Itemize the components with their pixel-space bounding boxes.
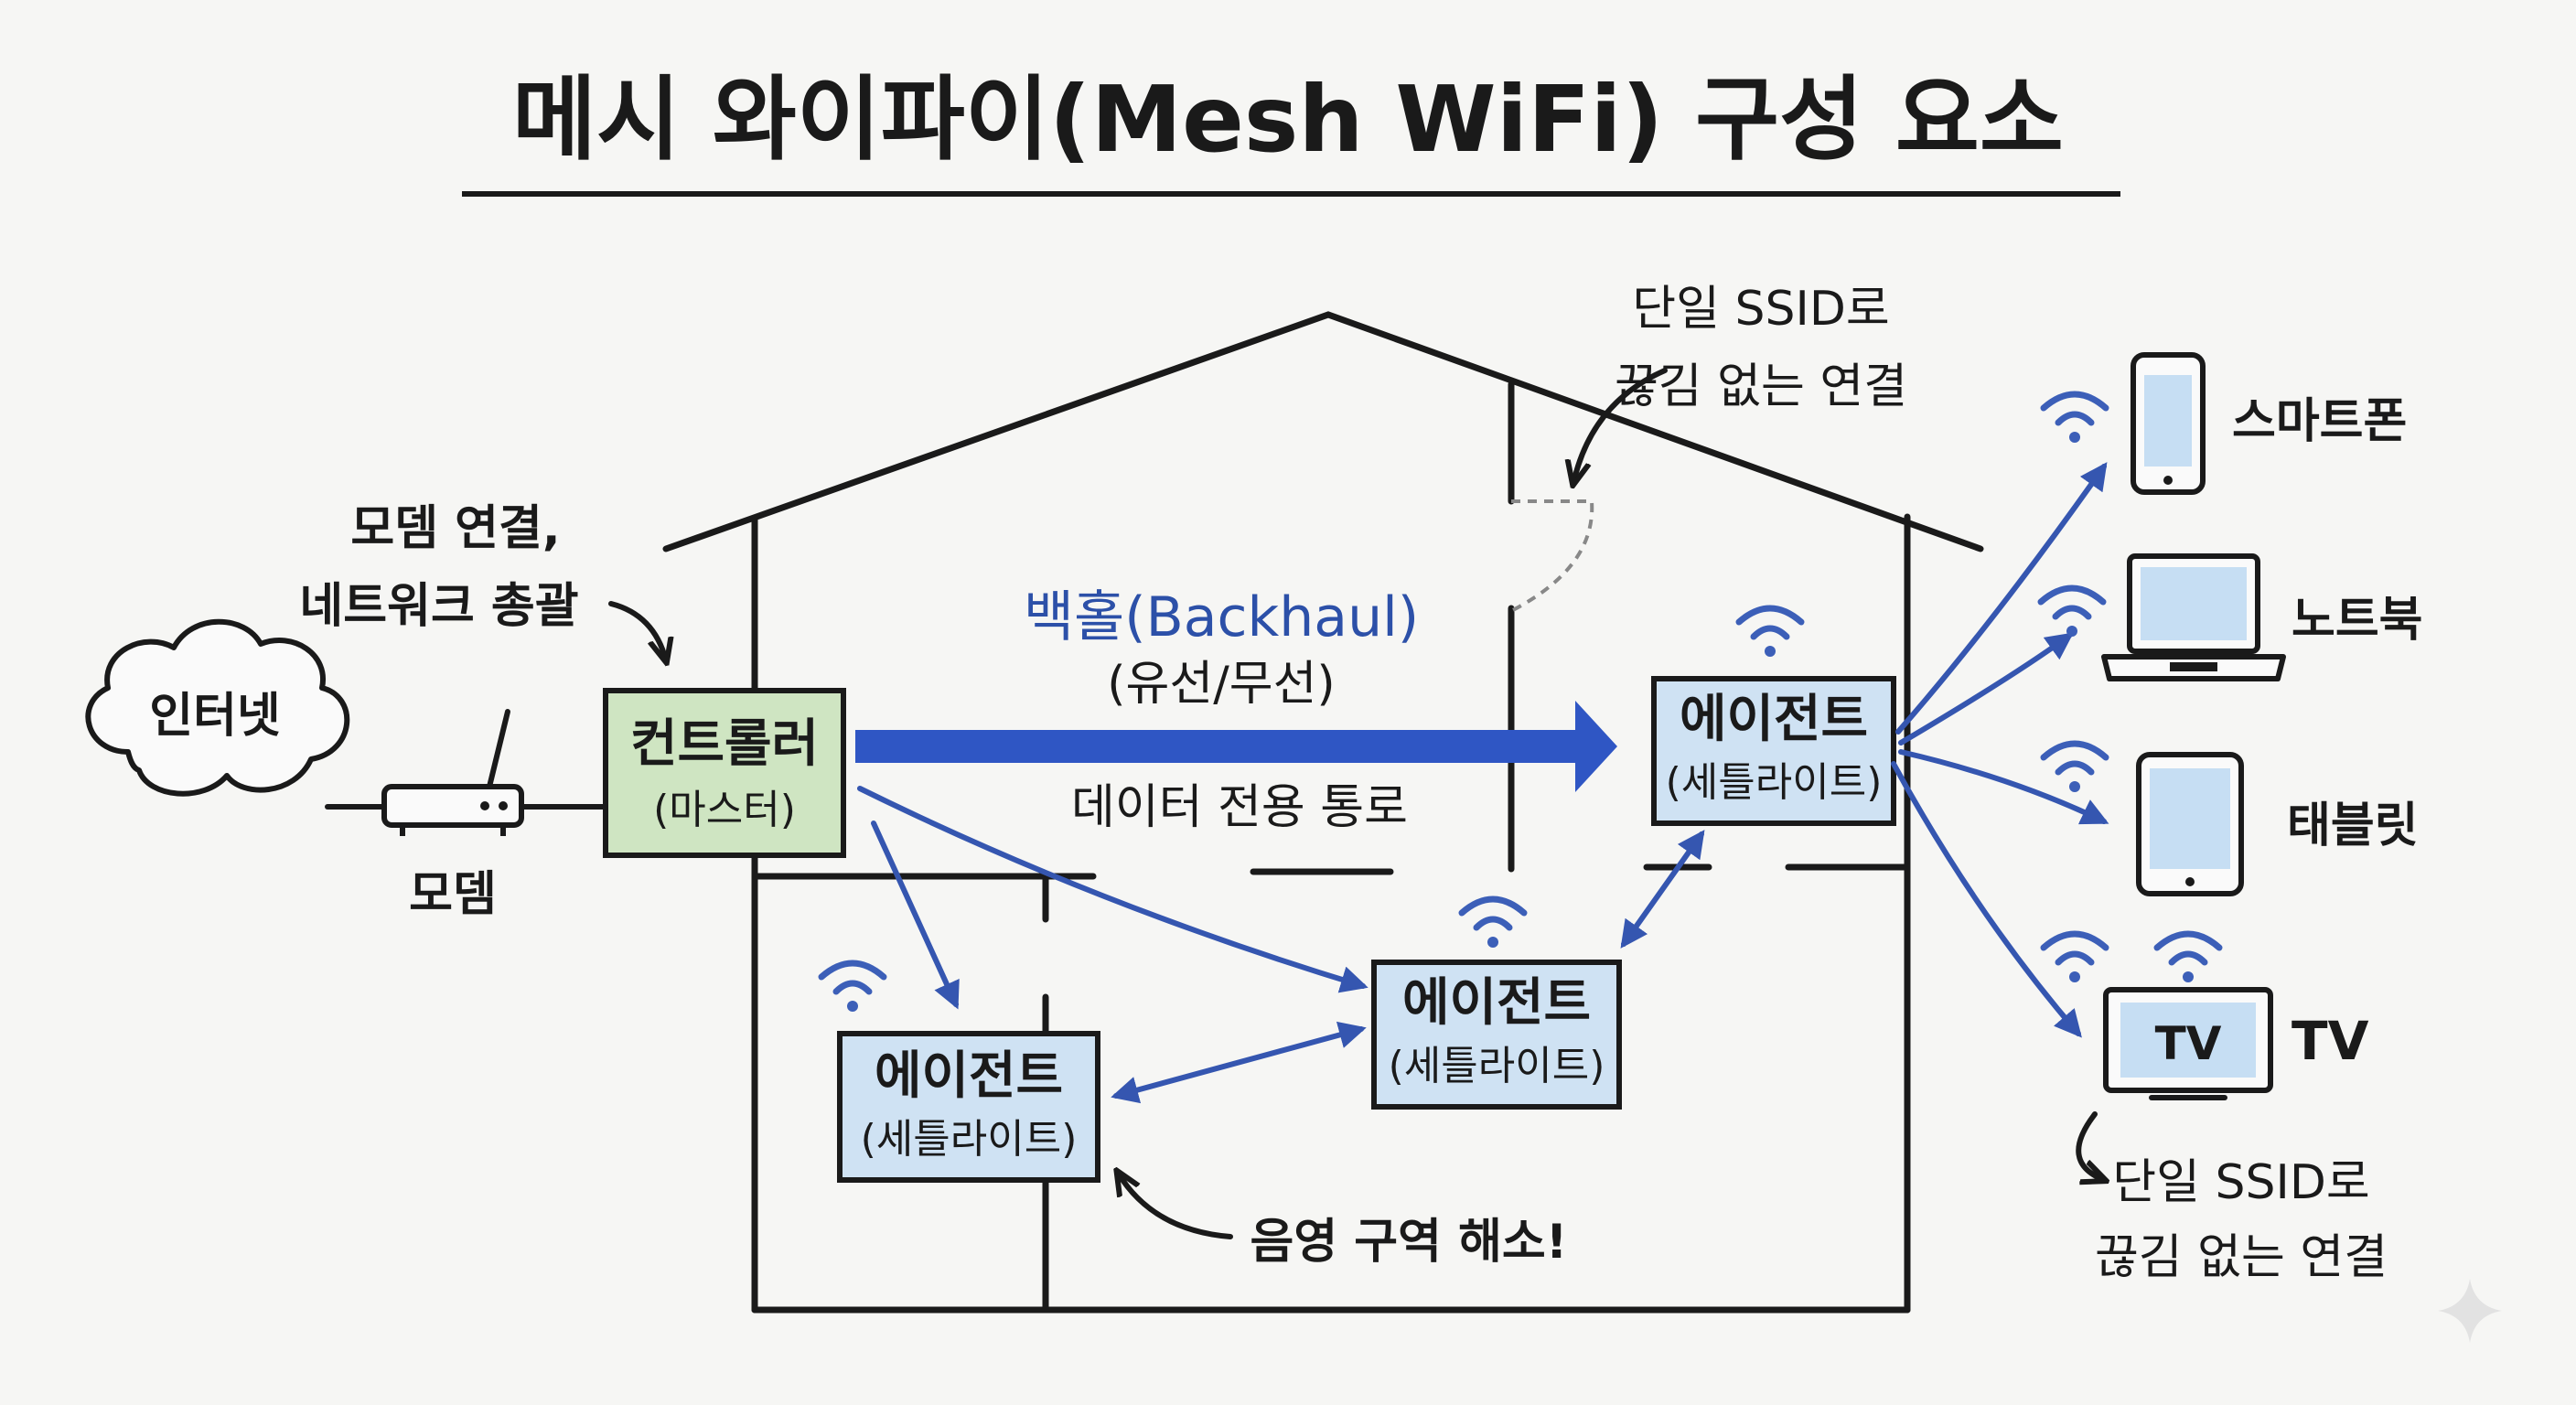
controller-note-line1: 모뎀 연결, (350, 501, 560, 556)
agent-to-smartphone-arrow (1895, 462, 2108, 735)
ssid-note-bottom-line1: 단일 SSID로 (2112, 1155, 2369, 1210)
agent-to-laptop-arrow (1898, 632, 2074, 745)
laptop-label: 노트북 (2292, 593, 2423, 648)
internet-label: 인터넷 (149, 689, 281, 744)
tv-label: TV (2292, 1010, 2369, 1072)
controller-note-line2: 네트워크 총괄 (299, 579, 578, 634)
agent-bottom-label: 에이전트 (875, 1046, 1063, 1106)
controller-sub: (마스터) (653, 787, 796, 833)
ssid-note-top-arrow (1573, 368, 1668, 483)
agent-middle-sub: (세틀라이트) (1389, 1043, 1605, 1089)
smartphone-label: 스마트폰 (2232, 394, 2407, 449)
modem-label: 모뎀 (409, 867, 497, 922)
controller-box: 컨트롤러 (마스터) (603, 688, 846, 858)
ssid-note-top-line2: 끊김 없는 연결 (1615, 359, 1907, 414)
wifi-icon (1735, 605, 1805, 657)
backhaul-desc: 데이터 전용 통로 (1071, 780, 1408, 835)
agent-to-tablet-arrow (1898, 749, 2109, 825)
agent-middle-label: 에이전트 (1402, 973, 1591, 1033)
smartphone-device (2131, 352, 2206, 495)
shadow-note-arrow (1118, 1173, 1233, 1239)
agent-to-tv-arrow (1891, 761, 2082, 1038)
wifi-icon (2040, 391, 2109, 443)
modem-device (381, 709, 524, 836)
internet-cloud: 인터넷 (85, 618, 350, 797)
controller-label: 컨트롤러 (630, 714, 819, 774)
backhaul-sub: (유선/무선) (1107, 657, 1335, 712)
wifi-icon (818, 960, 887, 1012)
controller-to-agent-middle-arrow (857, 786, 1368, 993)
wifi-icon (2153, 930, 2223, 982)
shadow-note: 음영 구역 해소! (1250, 1215, 1568, 1270)
agent-box-top: 에이전트 (세틀라이트) (1651, 676, 1896, 826)
ssid-note-top-line1: 단일 SSID로 (1632, 282, 1889, 337)
wifi-icon (2040, 740, 2109, 792)
tv-device: TV (2103, 987, 2273, 1100)
page-title: 메시 와이파이(Mesh WiFi) 구성 요소 (512, 66, 2064, 173)
controller-to-agent-bottom-arrow (871, 820, 960, 1010)
backhaul-arrow (855, 701, 1617, 792)
agent-bottom-middle-link (1111, 1021, 1367, 1104)
backhaul-title: 백홀(Backhaul) (1024, 585, 1419, 649)
tv-screen-label: TV (2155, 1017, 2222, 1070)
tablet-device (2136, 752, 2244, 896)
agent-box-bottom: 에이전트 (세틀라이트) (837, 1031, 1100, 1183)
agent-top-sub: (세틀라이트) (1666, 759, 1883, 806)
tablet-label: 태블릿 (2287, 799, 2419, 853)
laptop-device (2101, 553, 2286, 681)
controller-note-arrow (608, 601, 666, 660)
agent-top-label: 에이전트 (1680, 690, 1868, 749)
agent-box-middle: 에이전트 (세틀라이트) (1371, 960, 1622, 1110)
sparkle-icon (2438, 1279, 2502, 1343)
wifi-icon (2037, 585, 2107, 637)
wifi-icon (2040, 930, 2109, 982)
agent-middle-top-link (1620, 830, 1705, 949)
ssid-note-bottom-arrow (2076, 1111, 2104, 1180)
ssid-note-bottom-line2: 끊김 없는 연결 (2095, 1230, 2388, 1285)
agent-bottom-sub: (세틀라이트) (861, 1116, 1078, 1163)
wifi-icon (1458, 896, 1528, 948)
